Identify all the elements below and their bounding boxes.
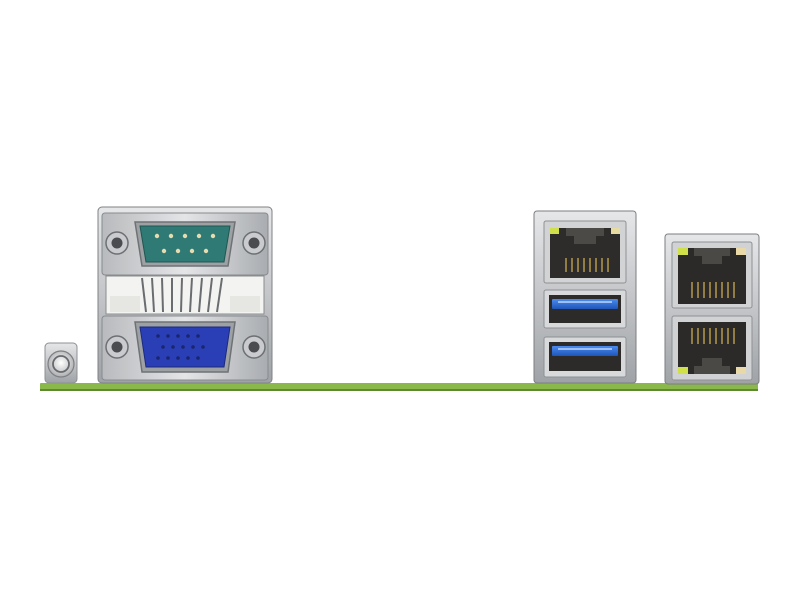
rj45-led-green-icon [550, 228, 559, 234]
rj45-port-with-dual-usb3 [533, 210, 637, 384]
vga-pin-holes [156, 334, 205, 360]
serial-hex-screw-right [242, 231, 266, 255]
rj45-port-top[interactable] [543, 220, 627, 284]
rj45-stack-led-amber-icon [736, 248, 746, 255]
rj45-led-amber-icon [611, 228, 620, 234]
dual-rj45-ports [664, 233, 760, 385]
serial-vga-block [97, 206, 273, 384]
power-button[interactable] [44, 342, 78, 384]
rj45-stack-led-green-icon [678, 248, 688, 255]
vga-hex-screw-left [105, 335, 129, 359]
usb3-port-upper[interactable] [543, 289, 627, 329]
usb3-port-lower[interactable] [543, 336, 627, 378]
rj45-port-stack-top[interactable] [671, 241, 753, 309]
ribbon-cable-strands [141, 277, 223, 313]
serial-hex-screw-left [105, 231, 129, 255]
vga-hex-screw-right [242, 335, 266, 359]
serial-pins [154, 233, 216, 254]
vga-port[interactable] [101, 315, 269, 381]
serial-com-port[interactable] [101, 212, 269, 276]
rj45-stack-led-bottom-green-icon [678, 367, 688, 374]
rj45-port-stack-bottom[interactable] [671, 315, 753, 381]
rj45-stack-led-bottom-amber-icon [736, 367, 746, 374]
